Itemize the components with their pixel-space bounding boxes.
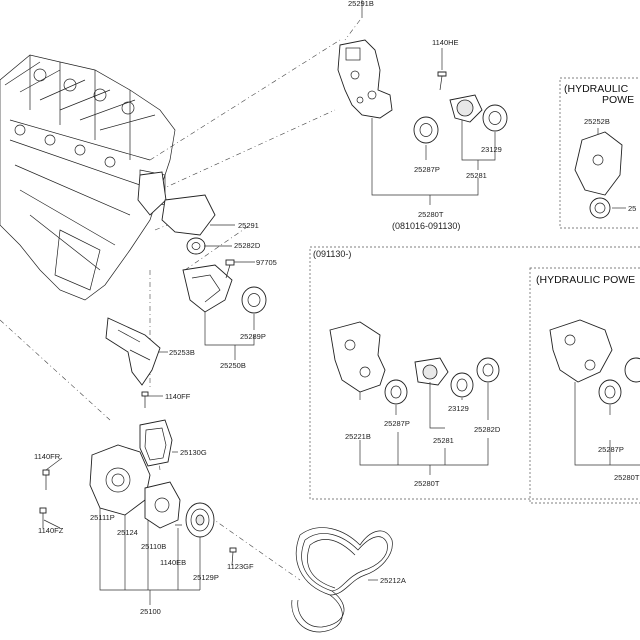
- label-25124: 25124: [117, 528, 138, 537]
- label-25-cut: 25: [628, 204, 636, 213]
- label-25250B: 25250B: [220, 361, 246, 370]
- label-25289P: 25289P: [240, 332, 266, 341]
- alternator-bracket-parts: [105, 171, 267, 408]
- label-range-top: (081016-091130): [392, 221, 460, 231]
- label-23129-mid: 23129: [448, 404, 469, 413]
- label-23129-top: 23129: [481, 145, 502, 154]
- label-25281-mid: 25281: [433, 436, 454, 445]
- hydraulic-mid-assembly: [549, 319, 640, 466]
- part-labels: 25291B 1140HE 23129 25287P 25281 25280T …: [34, 0, 640, 616]
- label-25212A: 25212A: [380, 576, 406, 585]
- label-25291: 25291: [238, 221, 259, 230]
- label-25287P-top: 25287P: [414, 165, 440, 174]
- label-1140FF: 1140FF: [165, 392, 191, 401]
- label-25129P: 25129P: [193, 573, 219, 582]
- label-1140FZ: 1140FZ: [38, 526, 64, 535]
- hydraulic-top-assembly: [574, 128, 626, 219]
- label-25111P: 25111P: [90, 513, 115, 522]
- top-bracket-assembly: [337, 0, 508, 205]
- label-25252B: 25252B: [584, 117, 610, 126]
- label-25130G: 25130G: [180, 448, 207, 457]
- engine-block: [0, 54, 176, 301]
- label-97705: 97705: [256, 258, 277, 267]
- range-box-091130: [309, 246, 640, 500]
- label-25280T-right: 25280T: [614, 473, 640, 482]
- label-25221B: 25221B: [345, 432, 371, 441]
- leader-lines: [0, 19, 361, 581]
- hydraulic-top-title-line2: POWE: [602, 94, 634, 106]
- label-25287P-right: 25287P: [598, 445, 624, 454]
- label-1140EB: 1140EB: [160, 558, 186, 567]
- hydraulic-box-top: [559, 77, 640, 229]
- water-pump-assembly: [39, 419, 237, 605]
- label-25281-top: 25281: [466, 171, 487, 180]
- label-25280T-top: 25280T: [418, 210, 444, 219]
- label-25253B: 25253B: [169, 348, 195, 357]
- label-25110B: 25110B: [141, 542, 166, 551]
- hydraulic-box-mid: [529, 267, 640, 504]
- hydraulic-top-title-line1: (HYDRAULIC: [564, 83, 629, 95]
- label-1140HE: 1140HE: [432, 38, 459, 47]
- label-1123GF: 1123GF: [227, 562, 254, 571]
- mid-bracket-assembly: [329, 321, 500, 475]
- label-25287P-mid: 25287P: [384, 419, 410, 428]
- drive-belt: [291, 527, 393, 633]
- label-1140FR: 1140FR: [34, 452, 61, 461]
- label-25282D-left: 25282D: [234, 241, 261, 250]
- label-25100: 25100: [140, 607, 161, 616]
- label-25282D-mid: 25282D: [474, 425, 501, 434]
- hydraulic-mid-title: (HYDRAULIC POWE: [536, 274, 635, 286]
- label-range-mid: (091130-): [313, 249, 351, 259]
- label-25291B: 25291B: [348, 0, 374, 8]
- label-25280T-mid: 25280T: [414, 479, 440, 488]
